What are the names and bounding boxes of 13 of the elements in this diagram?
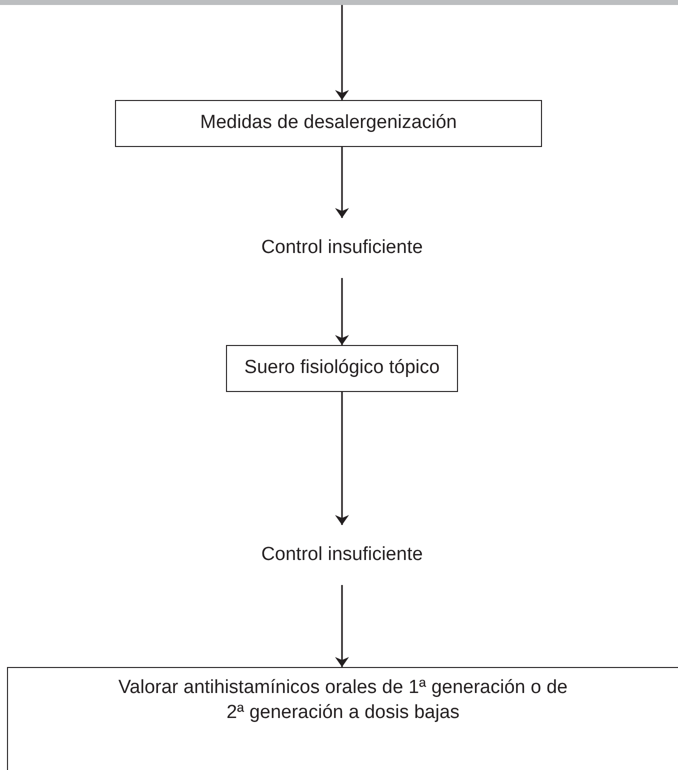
arrow [335, 585, 349, 667]
box-text: Medidas de desalergenización [200, 111, 457, 136]
box-text: Valorar antihistamínicos orales de 1ª generación o de 2ª generación a dosis bajas [117, 676, 569, 725]
process-box [115, 100, 542, 147]
arrow [335, 392, 349, 525]
process-box [226, 345, 458, 392]
process-box [7, 667, 678, 770]
arrow [335, 5, 349, 100]
arrow [335, 147, 349, 218]
flow-label: Control insuficiente [222, 539, 462, 571]
flow-label: Control insuficiente [222, 232, 462, 264]
arrow [335, 278, 349, 345]
box-text: Suero fisiológico tópico [244, 356, 440, 380]
